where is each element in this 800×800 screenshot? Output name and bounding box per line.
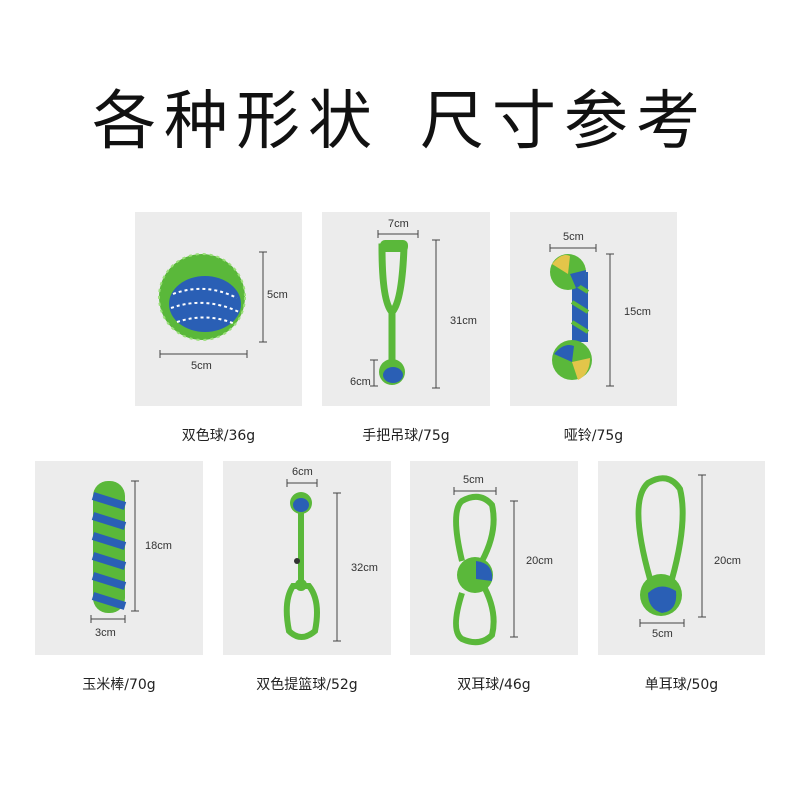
product-card-single-loop-ball: 20cm 5cm: [598, 461, 765, 655]
caption-single-loop-ball: 单耳球/50g: [644, 677, 719, 693]
basket-ball-image: [283, 479, 341, 642]
dimension-ball: 6cm: [350, 376, 371, 388]
single-loop-ball-image: [635, 474, 706, 627]
dimension-width: 7cm: [388, 218, 409, 230]
dimension-width: 5cm: [563, 231, 584, 243]
title-size-reference: 尺寸参考: [420, 85, 708, 159]
two-color-ball-image: [158, 251, 267, 358]
dimension-length: 20cm: [526, 555, 553, 567]
dimension-length: 18cm: [145, 540, 172, 552]
dimension-width: 3cm: [95, 627, 116, 639]
dimension-length: 32cm: [351, 562, 378, 574]
corn-cob-image: [90, 480, 139, 623]
product-card-dumbbell: 5cm 15cm: [510, 212, 677, 406]
dumbbell-image: [549, 244, 614, 387]
page-title: 各种形状尺寸参考: [0, 70, 800, 162]
title-shapes: 各种形状: [92, 85, 380, 159]
caption-two-color-ball: 双色球/36g: [181, 428, 256, 444]
dimension-width: 5cm: [191, 360, 212, 372]
caption-basket-ball: 双色提篮球/52g: [256, 677, 358, 693]
caption-double-loop-ball: 双耳球/46g: [457, 677, 531, 693]
product-card-corn-cob: 18cm 3cm: [35, 461, 203, 655]
caption-corn-cob: 玉米棒/70g: [82, 677, 156, 693]
caption-handle-ball: 手把吊球/75g: [362, 428, 450, 444]
dimension-length: 20cm: [714, 555, 741, 567]
dimension-length: 31cm: [450, 315, 477, 327]
product-card-basket-ball: 6cm 32cm: [223, 461, 391, 655]
product-card-handle-ball: 7cm 31cm 6cm: [322, 212, 490, 406]
product-card-two-color-ball: 5cm 5cm: [135, 212, 302, 406]
dimension-width: 5cm: [652, 628, 673, 640]
dimension-height: 5cm: [267, 289, 288, 301]
dimension-width: 5cm: [463, 474, 484, 486]
caption-dumbbell: 哑铃/75g: [563, 428, 624, 444]
dimension-length: 15cm: [624, 306, 651, 318]
dimension-width: 6cm: [292, 466, 313, 478]
double-loop-ball-image: [453, 487, 518, 646]
product-card-double-loop-ball: 5cm 20cm: [410, 461, 578, 655]
handle-ball-image: [370, 230, 440, 389]
